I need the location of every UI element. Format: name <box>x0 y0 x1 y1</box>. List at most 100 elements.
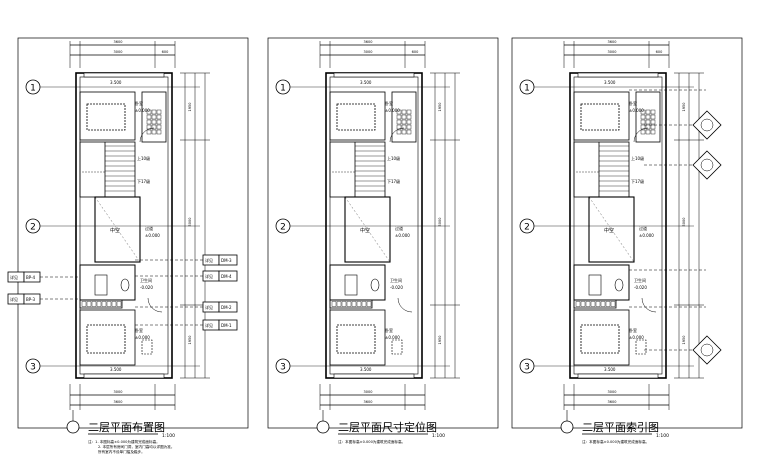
dimension-text: 3000 <box>608 50 617 54</box>
drawing-scale: 1:100 <box>656 433 669 439</box>
room-label: 卧室 <box>135 327 143 333</box>
index-symbol-icon <box>692 110 722 140</box>
axis-bubble <box>275 218 291 234</box>
room-bedroom-top <box>79 91 136 141</box>
storage-grid-cell <box>116 301 122 307</box>
title-underline <box>88 433 158 435</box>
room-label: 中空 <box>110 227 120 234</box>
elevation-mark: -0.020 <box>390 285 403 290</box>
callout-label: 详见 <box>10 296 18 302</box>
dimension-text: 3600 <box>114 40 123 44</box>
wardrobe-closet <box>141 91 167 143</box>
axis-label: 2 <box>280 223 286 233</box>
dimension-text: 1950 <box>438 103 442 112</box>
dimension-text: 1950 <box>438 336 442 345</box>
axis-bubble <box>275 79 291 95</box>
bathroom <box>79 264 136 301</box>
wardrobe-closet <box>635 91 661 143</box>
storage-grid-cell <box>396 114 402 120</box>
shower <box>344 274 358 296</box>
storage-grid-cell <box>406 129 412 135</box>
storage-grid-cell <box>401 124 407 130</box>
callout-code: BP-4 <box>26 275 36 280</box>
callout-label: 详见 <box>205 322 213 328</box>
bathroom <box>329 264 386 301</box>
room-label: 卫生间 <box>390 277 402 283</box>
storage-grid-cell <box>101 301 107 307</box>
room-label: 卧室 <box>385 100 393 106</box>
axis-label: 1 <box>280 84 286 94</box>
storage-grid-cell <box>156 124 162 130</box>
callout-box <box>218 319 238 331</box>
elevation-mark: 3.500 <box>604 80 616 85</box>
door-swing <box>389 127 405 143</box>
storage-grid-cell <box>156 109 162 115</box>
bed <box>86 103 126 131</box>
bed <box>580 103 620 131</box>
storage-grid-cell <box>151 119 157 125</box>
interior-wall-line <box>573 76 663 375</box>
storage-grid-cell <box>96 301 102 307</box>
interior-wall-line <box>329 76 419 375</box>
index-symbol-icon <box>700 118 714 132</box>
axis-bubble <box>519 79 535 95</box>
storage-grid-cell <box>640 129 646 135</box>
room-label: 卫生间 <box>140 277 152 283</box>
callout-box <box>218 301 238 313</box>
axis-label: 3 <box>524 363 530 373</box>
room-label: 卧室 <box>135 100 143 106</box>
toilet-icon <box>120 278 130 292</box>
window <box>83 72 165 78</box>
axis-label: 2 <box>524 223 530 233</box>
drawing-note: 所有室内不设单门槛及踏步。 <box>98 449 145 454</box>
panel-frame <box>511 37 743 429</box>
storage-grid-cell <box>146 119 152 125</box>
elevation-mark: ±0.000 <box>145 233 160 238</box>
axis-label: 3 <box>30 363 36 373</box>
door-swing <box>139 127 155 143</box>
stair-label: 下17级 <box>631 178 644 184</box>
void-area <box>588 196 635 263</box>
drawing-number-bubble <box>560 420 574 434</box>
title-underline <box>582 433 652 435</box>
stair-label: 上10级 <box>631 155 644 161</box>
storage-grid-cell <box>610 301 616 307</box>
storage-grid-cell <box>346 301 352 307</box>
drawing-note: 注：本图标高±0.000为建筑完成面标高。 <box>582 439 649 444</box>
room-label: 过道 <box>145 225 153 231</box>
storage-grid-cell <box>605 301 611 307</box>
storage-grid-cell <box>356 301 362 307</box>
index-symbol-icon <box>692 335 722 365</box>
storage-grid-cell <box>81 301 87 307</box>
dimension-text: 3000 <box>608 390 617 394</box>
shower <box>94 274 108 296</box>
axis-label: 2 <box>30 223 36 233</box>
room-label: 卧室 <box>385 327 393 333</box>
storage-grid-cell <box>401 129 407 135</box>
window <box>577 72 659 78</box>
elevation-mark: 3.500 <box>360 367 372 372</box>
storage-grid-cell <box>146 129 152 135</box>
room-bedroom-bottom <box>329 309 386 366</box>
storage-grid-cell <box>146 114 152 120</box>
callout-code: DM-1 <box>221 323 232 328</box>
elevation-mark: -0.020 <box>634 285 647 290</box>
storage-grid-cell <box>585 301 591 307</box>
storage-grid-cell <box>156 119 162 125</box>
dimension-text: 3000 <box>364 50 373 54</box>
door-swing <box>147 297 163 313</box>
window <box>83 373 165 379</box>
storage-grid-cell <box>650 114 656 120</box>
window <box>333 373 415 379</box>
bathroom <box>573 264 630 301</box>
axis-bubble <box>25 79 41 95</box>
bed <box>86 324 126 354</box>
dimension-text: 1950 <box>682 103 686 112</box>
axis-bubble <box>275 358 291 374</box>
exterior-wall <box>325 72 423 379</box>
callout-code: DM-3 <box>221 258 232 263</box>
bed <box>336 103 376 131</box>
storage-grid-cell <box>331 301 337 307</box>
